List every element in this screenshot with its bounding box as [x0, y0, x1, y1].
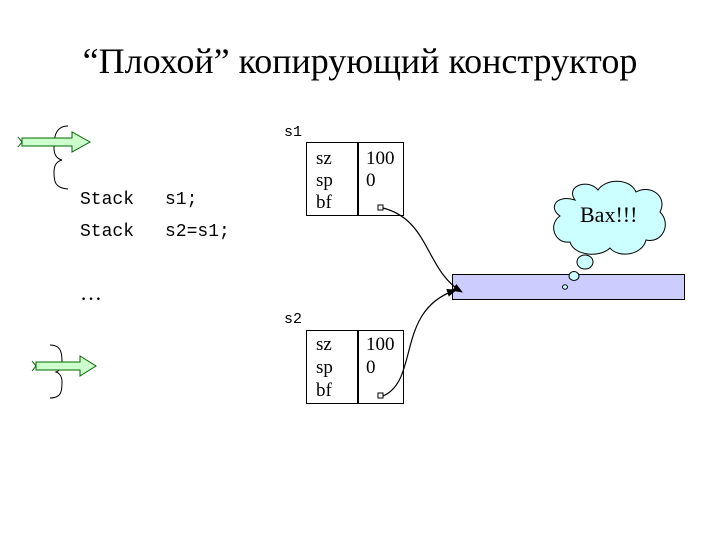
code-line-2-decl: s2=s1; [165, 222, 230, 242]
s2-field-values-box [358, 330, 404, 404]
scope-start-bracket [53, 125, 69, 190]
thought-cloud [553, 180, 666, 290]
s2-field-names-box [306, 330, 358, 404]
code-line-1-decl: s1; [165, 190, 198, 210]
s1-bf-pointer-arrow [382, 207, 463, 293]
thought-cloud-text: Вах!!! [580, 202, 638, 227]
s1-field-values-box [358, 142, 404, 216]
s2-value-sp: 0 [366, 357, 376, 378]
s1-bf-pointer-origin [377, 204, 384, 211]
scope-start-arrow-icon [17, 131, 92, 153]
object-label-s1: s1 [284, 124, 303, 141]
s2-field-bf: bf [316, 380, 332, 401]
s2-field-sz: sz [316, 334, 332, 355]
scope-end-bracket [49, 344, 63, 399]
slide-title: “Плохой” копирующий конструктор [82, 41, 638, 81]
s1-field-bf: bf [316, 192, 332, 213]
s1-field-sp: sp [316, 170, 333, 191]
s1-field-sz: sz [316, 148, 332, 169]
scope-end-arrow-icon [31, 355, 97, 377]
s1-value-sz: 100 [366, 148, 395, 169]
code-line-2-type: Stack [80, 222, 135, 242]
object-label-s2: s2 [284, 311, 303, 328]
ellipsis: … [80, 280, 104, 305]
s2-field-sp: sp [316, 357, 333, 378]
code-line-1-type: Stack [80, 190, 135, 210]
shared-buffer [452, 274, 685, 300]
s2-bf-pointer-arrow [382, 289, 457, 397]
s2-value-sz: 100 [366, 334, 395, 355]
s1-value-sp: 0 [366, 170, 376, 191]
s1-field-names-box [306, 142, 358, 216]
s2-bf-pointer-origin [377, 392, 384, 399]
